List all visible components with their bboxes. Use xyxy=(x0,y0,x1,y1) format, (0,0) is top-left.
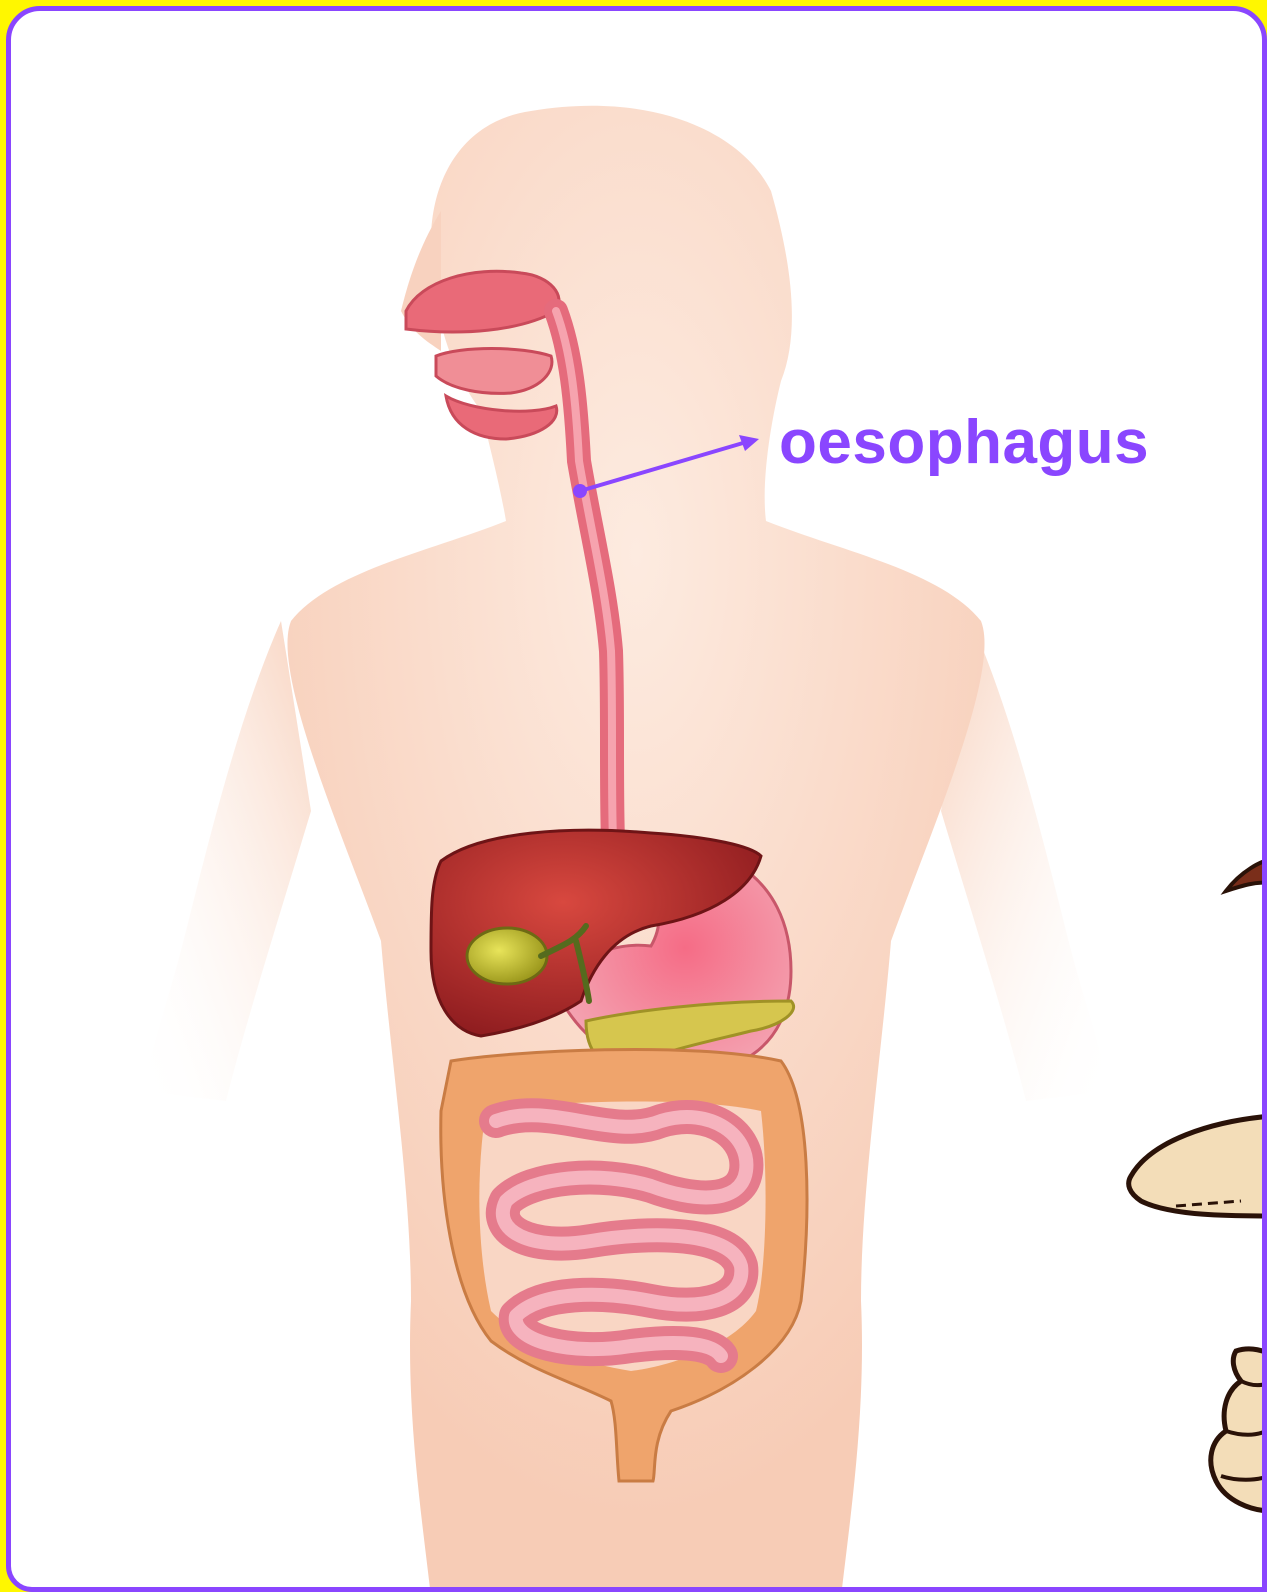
oesophagus-label: oesophagus xyxy=(779,407,1149,478)
mouth-cavity xyxy=(406,271,559,439)
gallbladder xyxy=(467,928,547,984)
cartoon-character xyxy=(1129,859,1267,1511)
digestive-system-illustration xyxy=(11,11,1267,1592)
diagram-frame: oesophagus xyxy=(6,6,1267,1592)
